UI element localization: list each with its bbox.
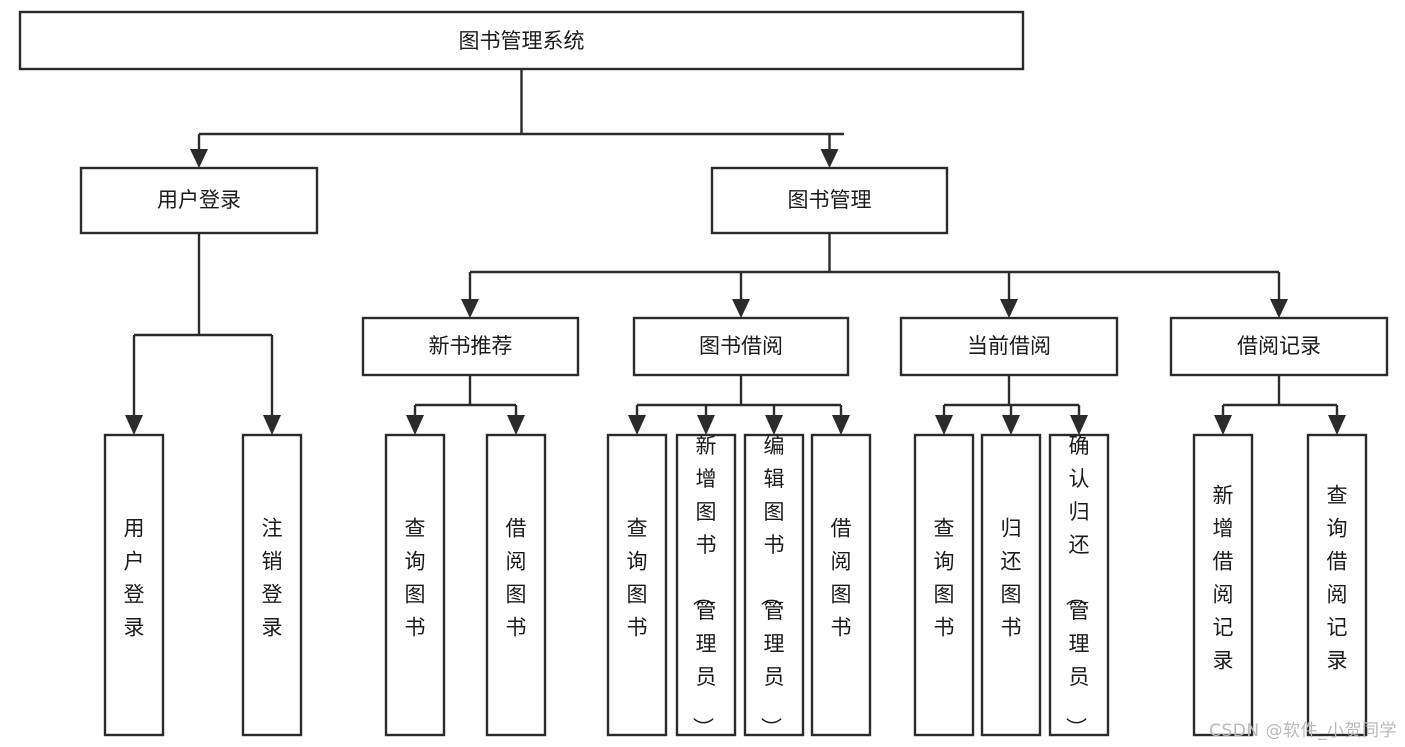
leaf-label-nb-borrow-book: 借阅图书 xyxy=(506,517,527,640)
arrowhead-leaf-cb-return xyxy=(1002,415,1020,435)
arrowhead-book-borrow xyxy=(732,299,750,318)
connectors-new-book-to-leaves xyxy=(406,375,525,435)
leaf-box-nb-borrow-book[interactable] xyxy=(485,433,547,737)
csdn-watermark: CSDN @软件_小贺同学 xyxy=(1209,721,1397,741)
leaf-node-cb-query-book[interactable]: 查询图书 xyxy=(913,433,975,737)
node-user-login[interactable]: 用户登录 xyxy=(79,166,319,235)
leaf-box-nb-query-book[interactable] xyxy=(384,433,446,737)
leaf-box-bb-add-book[interactable] xyxy=(675,433,737,737)
connectors-root-to-level2 xyxy=(190,69,844,168)
arrowhead-leaf-nb-borrow xyxy=(507,415,525,435)
arrowhead-leaf-cb-confirm xyxy=(1070,415,1088,435)
leaf-node-nb-borrow-book[interactable]: 借阅图书 xyxy=(485,433,547,737)
arrowhead-leaf-bb-edit xyxy=(765,415,783,435)
leaf-label-nb-query-book: 查询图书 xyxy=(405,517,426,640)
arrowhead-leaf-cb-query xyxy=(935,415,953,435)
arrowhead-leaf-nb-query xyxy=(406,415,424,435)
node-label-root: 图书管理系统 xyxy=(459,29,585,53)
node-root-system[interactable]: 图书管理系统 xyxy=(18,10,1025,71)
leaf-node-br-add-record[interactable]: 新增借阅记录 xyxy=(1192,433,1254,737)
arrowhead-leaf-user-login xyxy=(125,415,143,435)
leaf-node-bb-edit-book[interactable]: 编辑图书（管理员） xyxy=(743,433,805,738)
leaf-box-br-query-record[interactable] xyxy=(1306,433,1368,737)
leaf-node-bb-add-book[interactable]: 新增图书（管理员） xyxy=(675,433,737,738)
leaf-box-user-login[interactable] xyxy=(103,433,165,737)
leaf-label-br-add-record: 新增借阅记录 xyxy=(1213,484,1234,673)
node-label-new-book-recommend: 新书推荐 xyxy=(429,334,513,358)
leaf-label-br-query-record: 查询借阅记录 xyxy=(1327,484,1348,673)
leaf-node-nb-query-book[interactable]: 查询图书 xyxy=(384,433,446,737)
leaf-box-br-add-record[interactable] xyxy=(1192,433,1254,737)
leaf-node-logout[interactable]: 注销登录 xyxy=(241,433,303,737)
leaf-node-cb-return-book[interactable]: 归还图书 xyxy=(980,433,1042,737)
node-label-current-borrow: 当前借阅 xyxy=(967,334,1051,358)
leaf-label-bb-edit-book: 编辑图书（管理员） xyxy=(759,434,785,738)
leaf-box-bb-edit-book[interactable] xyxy=(743,433,805,737)
arrowhead-leaf-br-query xyxy=(1328,415,1346,435)
arrowhead-leaf-bb-borrow xyxy=(832,415,850,435)
leaf-label-bb-query-book: 查询图书 xyxy=(627,517,648,640)
leaf-label-bb-add-book: 新增图书（管理员） xyxy=(691,434,717,738)
arrowhead-leaf-bb-query xyxy=(628,415,646,435)
node-box-book-borrow[interactable] xyxy=(632,316,850,377)
arrowhead-leaf-bb-add xyxy=(697,415,715,435)
connectors-book-borrow-to-leaves xyxy=(628,375,850,435)
leaf-box-cb-return-book[interactable] xyxy=(980,433,1042,737)
arrowhead-new-book xyxy=(461,299,479,318)
leaf-label-cb-return-book: 归还图书 xyxy=(1001,517,1022,640)
leaf-box-bb-borrow-book[interactable] xyxy=(810,433,872,737)
connectors-user-login-to-leaves xyxy=(125,233,281,435)
leaf-box-bb-query-book[interactable] xyxy=(606,433,668,737)
leaf-node-bb-borrow-book[interactable]: 借阅图书 xyxy=(810,433,872,737)
arrowhead-leaf-logout xyxy=(263,415,281,435)
leaf-label-cb-confirm-return: 确认归还（管理员） xyxy=(1064,434,1090,738)
leaf-node-br-query-record[interactable]: 查询借阅记录 xyxy=(1306,433,1368,737)
connectors-book-mgmt-to-level3 xyxy=(461,233,1288,318)
leaf-label-cb-query-book: 查询图书 xyxy=(934,517,955,640)
node-borrow-record[interactable]: 借阅记录 xyxy=(1169,316,1389,377)
node-box-new-book-recommend[interactable] xyxy=(361,316,580,377)
connectors-borrow-record-to-leaves xyxy=(1214,375,1346,435)
node-label-borrow-record: 借阅记录 xyxy=(1237,334,1321,358)
leaf-label-user-login: 用户登录 xyxy=(124,517,145,640)
leaf-label-logout: 注销登录 xyxy=(262,517,283,640)
leaf-box-cb-query-book[interactable] xyxy=(913,433,975,737)
node-label-book-borrow: 图书借阅 xyxy=(699,334,783,358)
node-box-book-management[interactable] xyxy=(710,166,949,235)
node-new-book-recommend[interactable]: 新书推荐 xyxy=(361,316,580,377)
node-label-book-management: 图书管理 xyxy=(788,188,872,212)
node-book-borrow[interactable]: 图书借阅 xyxy=(632,316,850,377)
leaf-node-bb-query-book[interactable]: 查询图书 xyxy=(606,433,668,737)
leaf-node-user-login[interactable]: 用户登录 xyxy=(103,433,165,737)
node-label-user-login: 用户登录 xyxy=(157,188,241,212)
node-box-root[interactable] xyxy=(18,10,1025,71)
connectors-current-borrow-to-leaves xyxy=(935,375,1088,435)
arrowhead-user-login xyxy=(190,149,208,168)
leaf-node-cb-confirm-return[interactable]: 确认归还（管理员） xyxy=(1048,433,1110,738)
node-book-management[interactable]: 图书管理 xyxy=(710,166,949,235)
node-box-user-login[interactable] xyxy=(79,166,319,235)
leaf-box-cb-confirm-return[interactable] xyxy=(1048,433,1110,737)
arrowhead-book-mgmt xyxy=(820,149,839,168)
node-current-borrow[interactable]: 当前借阅 xyxy=(899,316,1119,377)
leaf-label-bb-borrow-book: 借阅图书 xyxy=(831,517,852,640)
arrowhead-current-borrow xyxy=(1000,299,1018,318)
leaf-box-logout[interactable] xyxy=(241,433,303,737)
arrowhead-leaf-br-add xyxy=(1214,415,1232,435)
node-box-current-borrow[interactable] xyxy=(899,316,1119,377)
node-box-borrow-record[interactable] xyxy=(1169,316,1389,377)
arrowhead-borrow-record xyxy=(1270,299,1288,318)
